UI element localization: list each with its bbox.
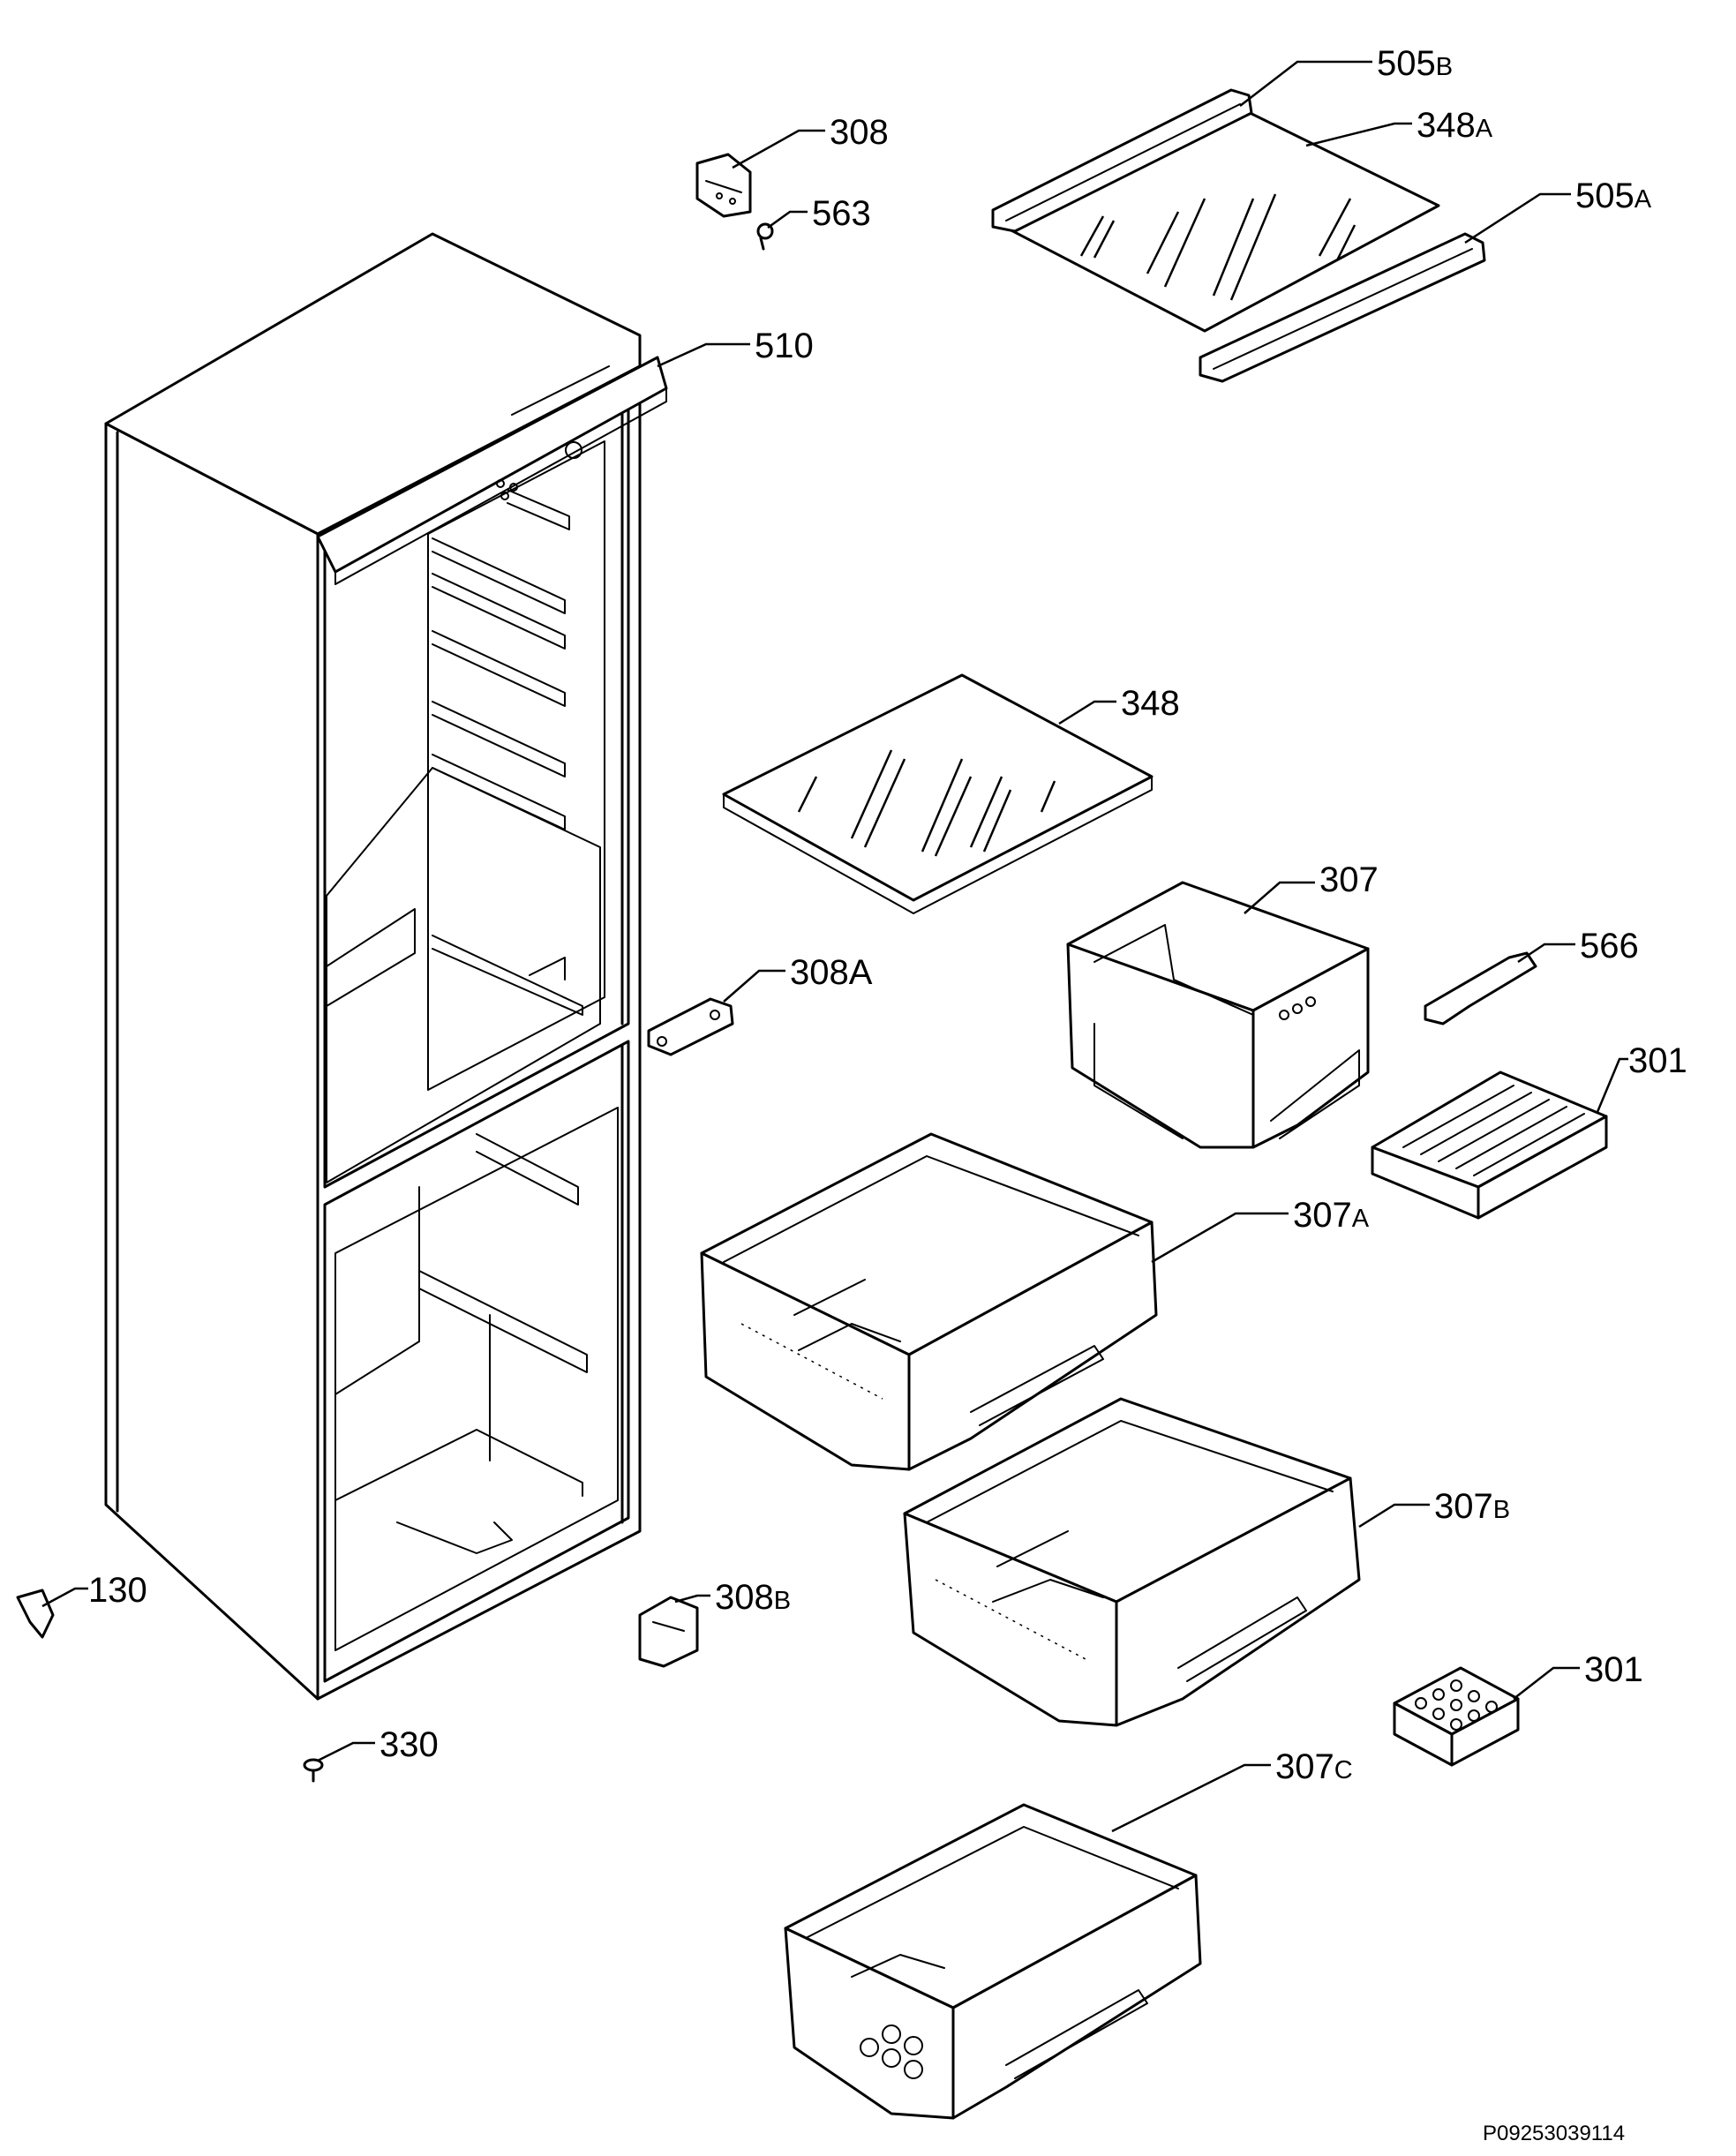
label-301-lower: 301	[1584, 1650, 1643, 1689]
diagram-code: P09253039114	[1483, 2122, 1625, 2145]
label-510: 510	[755, 327, 814, 365]
label-505A: 505A	[1575, 177, 1652, 215]
label-505B: 505B	[1377, 44, 1453, 83]
label-308: 308	[830, 113, 889, 152]
label-307B: 307B	[1434, 1487, 1510, 1526]
glass-shelf-348	[722, 673, 1154, 914]
label-307C: 307C	[1275, 1747, 1353, 1786]
drawer-307C	[784, 1803, 1202, 2120]
scraper-566	[1424, 951, 1537, 1025]
drawer-307A	[700, 1132, 1158, 1471]
label-130: 130	[88, 1571, 147, 1610]
hinge-308	[695, 153, 752, 218]
refrigerator-cabinet	[104, 232, 668, 1701]
shelf-trim-505A	[1199, 232, 1486, 383]
hinge-308A	[647, 997, 734, 1056]
leader-lines	[41, 60, 1628, 1833]
label-566: 566	[1580, 927, 1639, 965]
shelf-trim-505B	[991, 88, 1253, 233]
hinge-308B	[638, 1596, 699, 1668]
label-307: 307	[1319, 860, 1379, 899]
label-308A: 308A	[790, 953, 873, 992]
screw-563	[756, 222, 774, 251]
label-307A: 307A	[1293, 1196, 1370, 1235]
label-330: 330	[380, 1725, 439, 1764]
foot-330	[303, 1758, 324, 1783]
label-348: 348	[1121, 684, 1180, 723]
ice-cube-tray-301	[1393, 1666, 1520, 1767]
clip-130	[16, 1589, 55, 1639]
drawer-307	[1066, 881, 1370, 1149]
label-301-upper: 301	[1628, 1041, 1687, 1080]
label-308B: 308B	[715, 1578, 791, 1617]
label-348A: 348A	[1417, 106, 1493, 145]
drawer-307B	[903, 1397, 1361, 1727]
label-563: 563	[812, 194, 871, 233]
ice-tray-301-top	[1371, 1070, 1608, 1220]
part-labels: 505B 348A 505A 308 563 510 348 307 566 3…	[88, 44, 1687, 2145]
